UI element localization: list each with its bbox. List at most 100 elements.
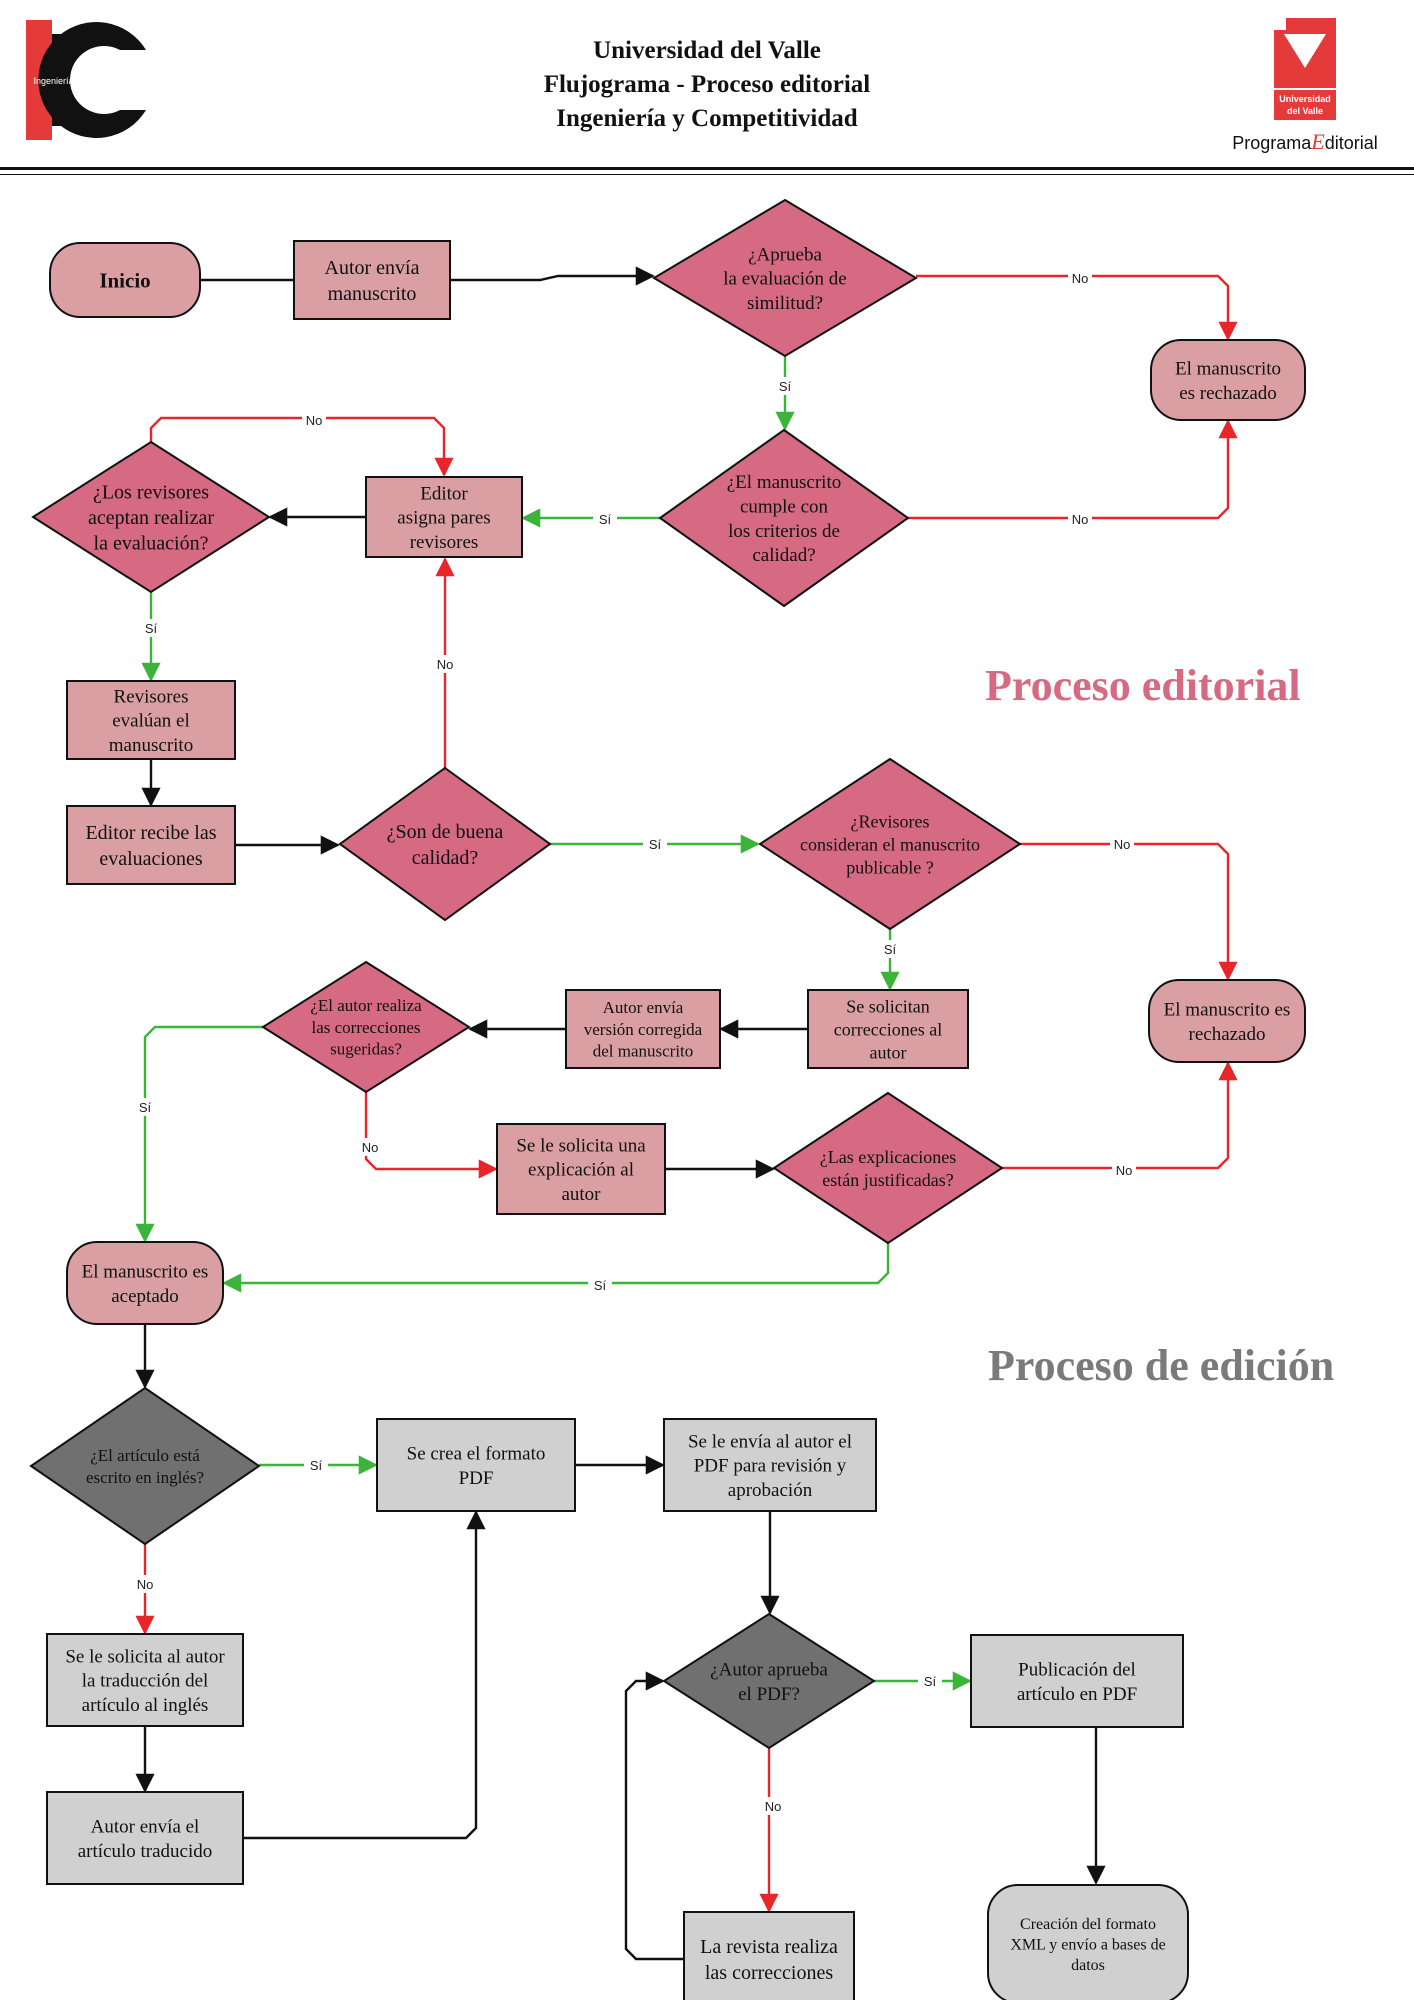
header-line-1: Universidad del Valle <box>593 37 821 64</box>
node-text-line: Autor envía <box>603 998 684 1017</box>
edge-label-bg <box>588 1276 612 1294</box>
node-text-line: La revista realiza <box>700 1936 838 1958</box>
node-text-line: El manuscrito es <box>82 1261 209 1282</box>
edge-label-bg <box>593 510 617 528</box>
node-text-line: PDF <box>459 1468 494 1489</box>
node-text-line: Editor recibe las <box>85 822 216 844</box>
node-text-line: asigna pares <box>397 508 490 529</box>
svg-text:Universidad: Universidad <box>1279 94 1331 104</box>
process-box <box>970 1634 1184 1728</box>
edge-label-bg <box>139 619 163 637</box>
node-text-line: El manuscrito es <box>1164 999 1291 1020</box>
node-text-line: consideran el manuscrito <box>800 834 980 854</box>
terminal-box <box>49 242 201 318</box>
node-inicio: Inicio <box>49 242 201 318</box>
edge-label-bg <box>302 411 326 429</box>
node-cumple-criterios: ¿El manuscrito cumple con los criterios de… <box>658 428 910 608</box>
node-text-line: Publicación del <box>1018 1659 1136 1680</box>
edge-label-si: Sí <box>924 1674 937 1689</box>
process-box <box>683 1911 855 2000</box>
ingenieria-competitividad-logo: Ingeniería y Competitividad <box>26 20 146 140</box>
node-text-line: Se le solicita una <box>516 1135 646 1156</box>
process-box <box>293 240 451 320</box>
node-text-line: los criterios de <box>728 521 840 542</box>
edge-label-bg <box>1110 835 1134 853</box>
header-line-3: Ingeniería y Competitividad <box>556 105 858 132</box>
process-box <box>46 1633 244 1727</box>
flow-edge-3 <box>916 274 1238 341</box>
decision-diamond <box>29 1386 261 1546</box>
flow-edge-32 <box>624 1671 684 1961</box>
header-divider <box>0 167 1414 170</box>
edge-label-bg <box>1068 510 1092 528</box>
node-text-line: del manuscrito <box>593 1042 694 1061</box>
logo-text: Ingeniería y Competitividad <box>33 76 142 86</box>
process-box <box>663 1418 877 1512</box>
node-text-line: Inicio <box>99 268 150 292</box>
node-text-line: Se le envía al autor el <box>688 1431 852 1452</box>
node-text-line: Se le solicita al autor <box>65 1646 225 1667</box>
node-text-line: es rechazado <box>1179 383 1277 404</box>
node-solicita-traduccion: Se le solicita al autor la traducción del… <box>46 1633 244 1727</box>
flow-edge-28 <box>243 1510 486 1840</box>
programa-editorial-caption: ProgramaEditorial <box>1232 129 1378 154</box>
node-text-line: datos <box>1071 1957 1105 1974</box>
node-text-line: evalúan el <box>112 711 190 732</box>
flow-edge-21 <box>1002 1061 1238 1170</box>
edge-label-bg <box>918 1672 942 1690</box>
terminal-box <box>1148 979 1306 1063</box>
process-box <box>376 1418 576 1512</box>
node-text-line: versión corregida <box>584 1020 703 1039</box>
node-text-line: correcciones al <box>834 1019 942 1039</box>
process-box <box>66 805 236 885</box>
node-text-line: las correcciones <box>705 1962 833 1984</box>
node-text-line: Autor envía <box>325 257 420 279</box>
node-text-line: aprobación <box>728 1480 813 1501</box>
node-text-line: la evaluación? <box>94 533 209 555</box>
node-text-line: explicación al <box>528 1160 634 1181</box>
node-text-line: manuscrito <box>109 735 193 756</box>
node-text-line: la traducción del <box>82 1671 209 1692</box>
node-text-line: ¿Autor aprueba <box>710 1659 828 1680</box>
edge-label-no: No <box>765 1799 782 1814</box>
node-text-line: ¿Aprueba <box>748 244 822 265</box>
node-text-line: artículo traducido <box>78 1841 213 1862</box>
node-text-line: ¿El manuscrito <box>727 472 842 493</box>
terminal-box <box>987 1884 1189 2000</box>
node-text-line: evaluaciones <box>99 848 202 870</box>
edge-label-si: Sí <box>649 837 662 852</box>
node-text-line: Creación del formato <box>1020 1916 1156 1933</box>
edge-label-bg <box>304 1456 328 1474</box>
node-buena-calidad: ¿Son de buena calidad? <box>338 766 552 922</box>
node-text-line: XML y envío a bases de <box>1010 1937 1165 1954</box>
edge-label-bg <box>1068 269 1092 287</box>
node-text-line: cumple con <box>740 496 829 517</box>
edge-label-no: No <box>137 1577 154 1592</box>
node-text-line: las correcciones <box>311 1018 420 1037</box>
decision-diamond <box>338 766 552 922</box>
decision-diamond <box>758 757 1022 931</box>
universidad-del-valle-logo: Universidad del Valle ProgramaEditorial <box>1210 16 1400 156</box>
node-text-line: Autor envía el <box>91 1816 200 1837</box>
node-text-line: ¿Son de buena <box>387 821 504 843</box>
edge-label-bg <box>643 835 667 853</box>
flow-edge-19 <box>364 1092 498 1179</box>
edge-label-no: No <box>1116 1163 1133 1178</box>
node-text-line: escrito en inglés? <box>86 1468 204 1487</box>
node-text-line: ¿El autor realiza <box>310 996 422 1015</box>
node-text-line: ¿Revisores <box>851 811 930 831</box>
edge-label-bg <box>1112 1161 1136 1179</box>
edge-label-si: Sí <box>145 621 158 636</box>
node-text-line: calidad? <box>412 847 479 869</box>
